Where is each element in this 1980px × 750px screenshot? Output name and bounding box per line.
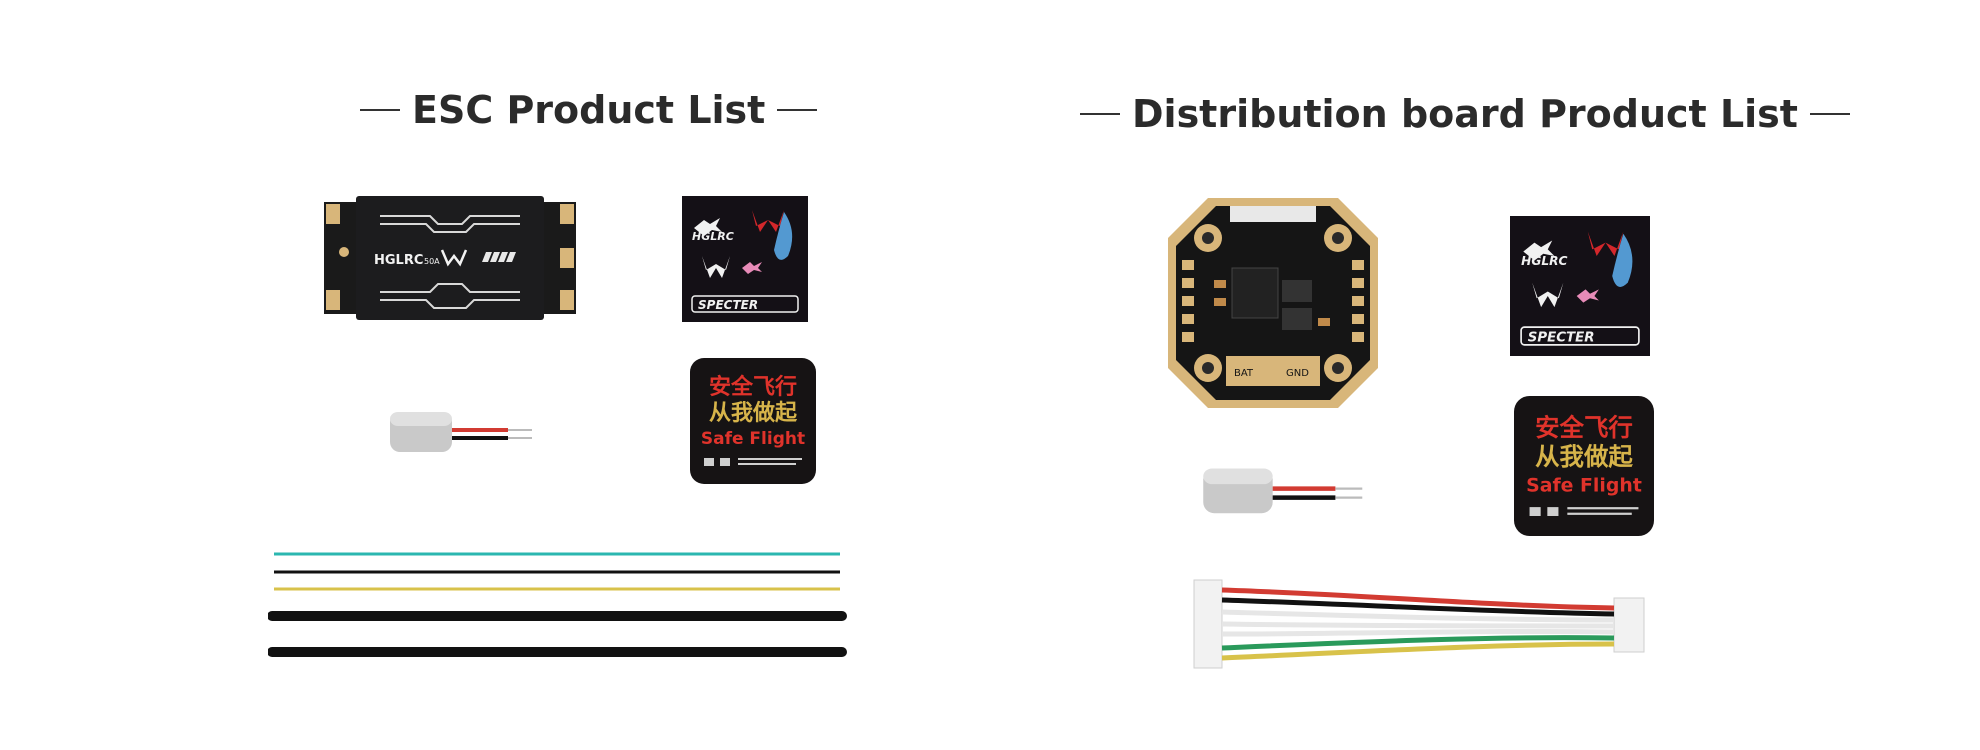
sticker-safe-cn-1: 安全飞行 (709, 374, 797, 400)
esc-board-image: HGLRC 50A (324, 196, 576, 320)
sticker-safe-en: Safe Flight (1526, 475, 1642, 497)
dinosaur-icon (742, 262, 762, 274)
sticker-brand-text: HGLRC (692, 230, 734, 243)
title-rule-right (777, 109, 818, 111)
esc-title-text: ESC Product List (412, 88, 766, 132)
brand-logo-icon (1532, 282, 1564, 308)
esc-board-label: HGLRC (374, 253, 423, 268)
title-rule-left (1080, 113, 1120, 115)
safe-flight-sticker-image: 安全飞行 从我做起 Safe Flight (1514, 396, 1654, 536)
sticker-safe-cn-1: 安全飞行 (1535, 413, 1633, 442)
flame-icon (774, 212, 793, 260)
sticker-specter-text: SPECTER (1528, 331, 1595, 346)
sticker-safe-cn-2: 从我做起 (1535, 442, 1633, 471)
pad-bat-label: BAT (1234, 368, 1254, 379)
capacitor-image (390, 412, 532, 452)
sticker-brand-text: HGLRC (1521, 254, 1567, 268)
pad-gnd-label: GND (1286, 368, 1309, 379)
capacitor-image (1203, 468, 1363, 514)
brand-logo-icon (752, 210, 784, 232)
esc-board-label-small: 50A (424, 257, 440, 266)
dinosaur-icon (1576, 289, 1599, 303)
wire-set-image (268, 552, 847, 657)
distribution-title: Distribution board Product List (1080, 92, 1850, 136)
distribution-title-text: Distribution board Product List (1132, 92, 1798, 136)
safe-flight-sticker-image: 安全飞行 从我做起 Safe Flight (690, 358, 816, 484)
cable-harness-image (1193, 579, 1645, 669)
brand-logo-icon (440, 249, 468, 267)
title-rule-left (360, 109, 400, 111)
sticker-safe-cn-2: 从我做起 (709, 400, 798, 426)
distribution-board-image: BAT GND (1168, 198, 1378, 408)
brand-logo-icon (702, 256, 730, 278)
dinosaur-icon (1523, 240, 1555, 261)
dinosaur-icon (694, 218, 722, 236)
title-rule-right (1809, 113, 1850, 115)
logo-sticker-image: HGLRC SPECTER (1510, 216, 1650, 356)
brand-logo-icon (1587, 231, 1624, 256)
logo-sticker-image: HGLRC SPECTER (682, 196, 808, 322)
esc-title: ESC Product List (360, 88, 818, 132)
flame-icon (1612, 233, 1633, 287)
sticker-specter-text: SPECTER (698, 298, 758, 312)
sticker-safe-en: Safe Flight (701, 429, 805, 449)
